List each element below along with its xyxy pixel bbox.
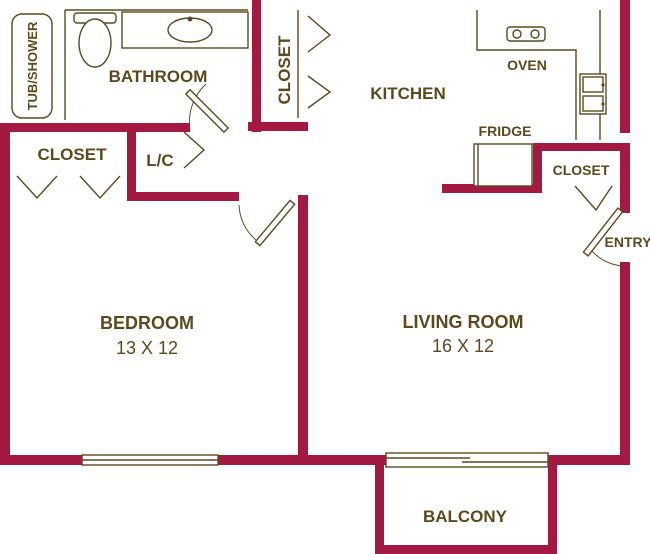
bedroom-label: BEDROOM <box>100 313 194 333</box>
bedroom-size: 13 X 12 <box>116 338 178 358</box>
entry-label: ENTRY <box>605 234 650 250</box>
entry-door <box>582 207 625 267</box>
windows <box>81 452 549 468</box>
doors <box>16 15 625 267</box>
living-room-label: LIVING ROOM <box>403 312 524 332</box>
living-room-size: 16 X 12 <box>432 336 494 356</box>
entry-closet-label: CLOSET <box>553 162 610 178</box>
fixtures <box>11 9 607 187</box>
tub-shower-label: TUB/SHOWER <box>25 21 40 110</box>
bedroom-door <box>238 199 296 247</box>
kitchen-label: KITCHEN <box>370 84 446 103</box>
bathroom-door <box>184 83 230 134</box>
oven-label: OVEN <box>507 57 547 73</box>
toilet <box>73 12 117 68</box>
bedroom-closet-label: CLOSET <box>38 145 108 164</box>
kitchen-sink <box>579 73 607 115</box>
walls <box>0 0 630 554</box>
bathtub <box>11 13 53 119</box>
balcony-sliding-door <box>385 452 549 468</box>
refrigerator <box>473 143 533 187</box>
bedroom-closet-doors <box>16 175 121 200</box>
bathroom-label: BATHROOM <box>109 67 208 86</box>
balcony-label: BALCONY <box>423 507 508 526</box>
bathroom-sink <box>121 11 249 49</box>
hall-closet-label: CLOSET <box>275 35 294 105</box>
linen-closet-doors <box>183 131 206 169</box>
labels: TUB/SHOWER BATHROOM CLOSET KITCHEN OVEN … <box>25 21 650 526</box>
stove-burners <box>506 26 546 42</box>
linen-closet-label: L/C <box>146 151 173 170</box>
entry-closet-doors <box>574 185 613 212</box>
hall-closet-doors <box>307 15 332 109</box>
bedroom-window <box>81 454 219 466</box>
fridge-label: FRIDGE <box>479 123 532 139</box>
